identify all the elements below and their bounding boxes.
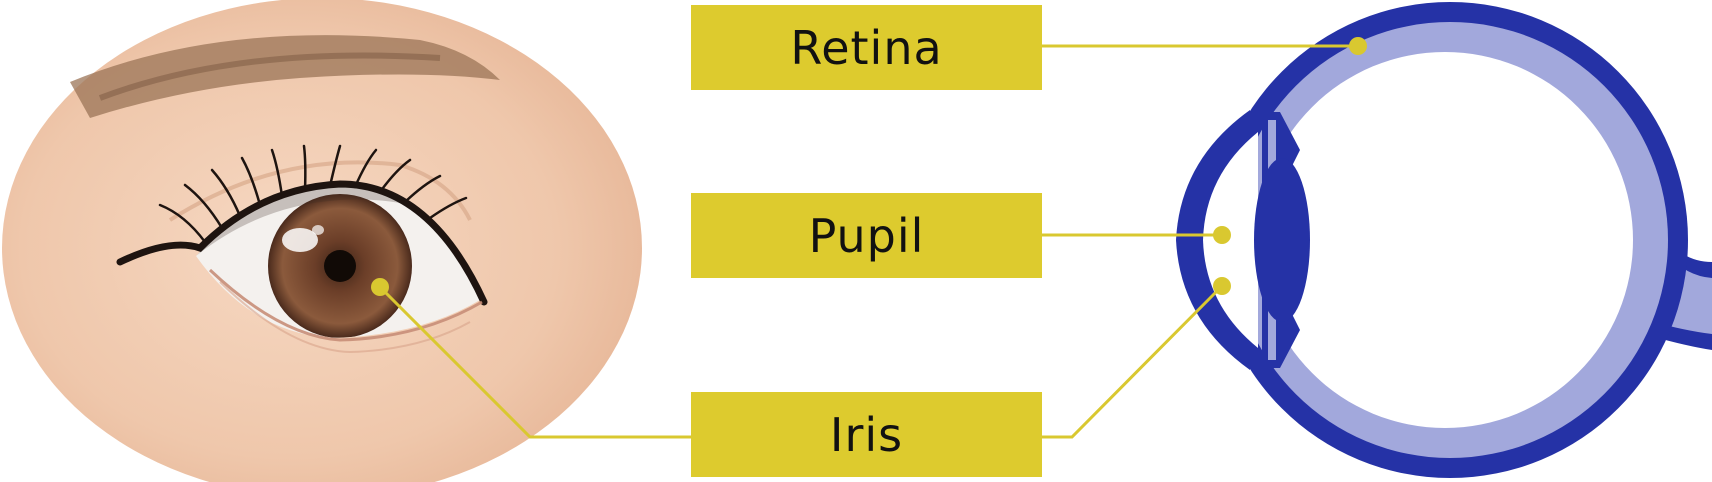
pupil-label: Pupil	[691, 193, 1042, 278]
eye-cross-section-icon	[1176, 2, 1712, 478]
pupil-label-text: Pupil	[808, 208, 925, 263]
iris-label-text: Iris	[829, 407, 904, 462]
pupil-label-box	[691, 193, 1042, 278]
retina-label: Retina	[691, 5, 1042, 90]
vitreous	[1257, 52, 1633, 428]
eye-photo-icon	[2, 0, 642, 482]
iris-leader-line-photo	[378, 285, 691, 439]
iris-label: Iris	[691, 392, 1042, 477]
eyelashes	[158, 144, 468, 244]
leader-dots	[371, 37, 1367, 296]
retina-dot	[1349, 37, 1367, 55]
upper-lash-line	[116, 180, 488, 306]
iris-dot-photo	[371, 278, 389, 296]
iris-dot-diagram	[1213, 277, 1231, 295]
iris-leader-line-diagram	[1042, 284, 1224, 439]
retina-label-box	[691, 5, 1042, 90]
lens	[1254, 158, 1310, 322]
pupil-dot	[1213, 226, 1231, 244]
pupil-photo	[324, 250, 356, 282]
lower-lid	[208, 268, 483, 342]
iris-label-box	[691, 392, 1042, 477]
leader-lines	[378, 44, 1358, 439]
retina-label-text: Retina	[790, 20, 943, 75]
